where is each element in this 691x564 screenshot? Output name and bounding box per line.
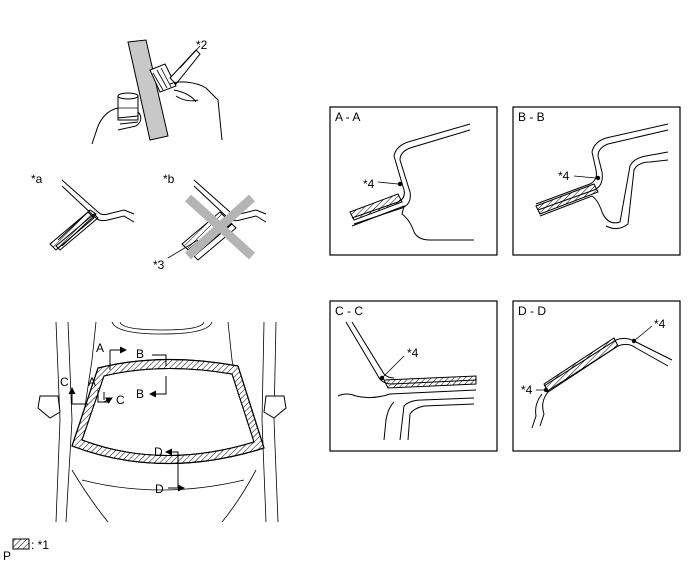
section-dd-callout-4-top: *4 [654, 317, 666, 331]
section-dd-callout-4-bottom: *4 [521, 383, 533, 397]
callout-3: *3 [153, 258, 165, 272]
section-aa-panel: A - A *4 [329, 106, 498, 256]
legend: : *1 P [3, 538, 49, 563]
primer-application-illustration: *2 [91, 38, 223, 145]
section-bb-title: B - B [518, 110, 545, 124]
legend-key-text: : *1 [31, 538, 49, 552]
prohibited-cross [184, 194, 256, 260]
corner-mark: P [3, 549, 11, 563]
section-indicators: A A B B C C D D [60, 341, 185, 496]
section-letter-c-left: C [60, 375, 69, 389]
section-aa-title: A - A [335, 110, 360, 124]
section-letter-b-top: B [136, 347, 144, 361]
callout-a: *a [31, 172, 43, 186]
section-cc-panel: C - C *4 [329, 300, 498, 452]
section-letter-c-right: C [116, 393, 125, 407]
section-bb-callout-4: *4 [558, 169, 570, 183]
section-letter-a-bottom: A [88, 375, 96, 389]
section-bb-panel: B - B *4 [512, 106, 681, 256]
section-letter-d-top: D [154, 445, 163, 459]
section-letter-d-bottom: D [155, 482, 164, 496]
correct-application-detail: *a [31, 172, 135, 251]
section-letter-a-top: A [96, 341, 104, 355]
incorrect-application-detail: *b *3 [153, 172, 267, 272]
cup-icon [117, 92, 139, 121]
brush-icon [149, 49, 201, 93]
section-dd-title: D - D [518, 304, 546, 318]
callout-b: *b [163, 172, 175, 186]
hatch-pattern-icon [12, 538, 30, 550]
section-cc-callout-4: *4 [407, 346, 419, 360]
vehicle-top-view [37, 321, 287, 523]
section-aa-callout-4: *4 [363, 177, 375, 191]
callout-2: *2 [196, 38, 208, 52]
section-cc-title: C - C [335, 304, 363, 318]
section-dd-panel: D - D *4 *4 [512, 300, 681, 452]
section-letter-b-bottom: B [136, 387, 144, 401]
